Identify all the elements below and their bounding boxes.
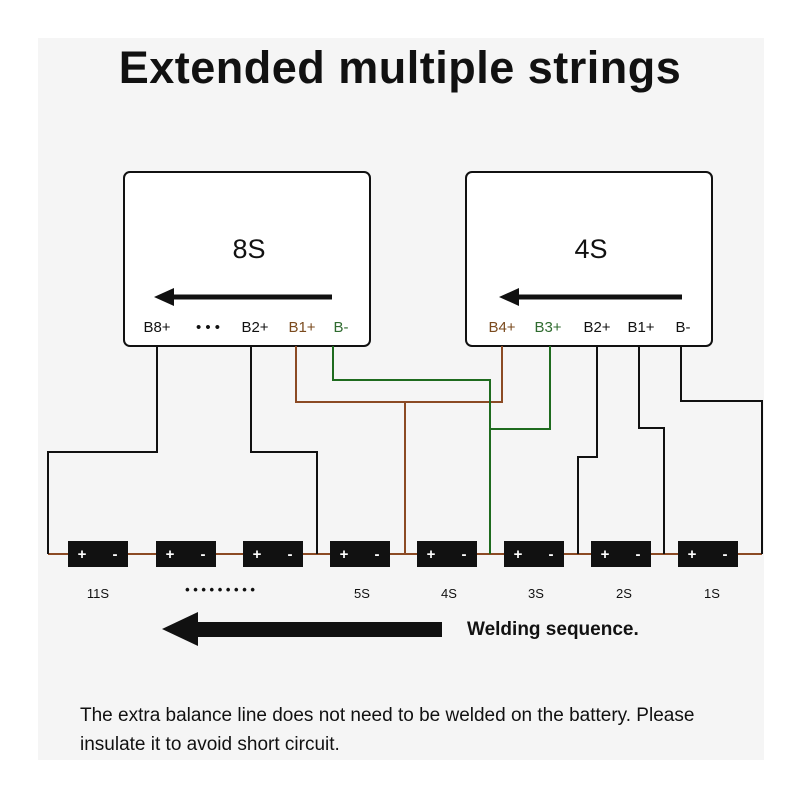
board-4s-label: 4S [574, 234, 607, 264]
diagram-title: Extended multiple strings [118, 42, 682, 93]
cell-plus-sign: + [601, 546, 610, 563]
cell-label: 1S [704, 586, 720, 601]
brown-wires [295, 346, 503, 554]
pin-8s-ellipsis: • • • [196, 319, 220, 336]
cell-label: 2S [616, 586, 632, 601]
pin-4s-bminus: B- [676, 319, 691, 336]
cell-minus-sign: - [375, 546, 380, 563]
cell-plus-sign: + [340, 546, 349, 563]
pin-8s-b2plus: B2+ [241, 319, 268, 336]
cell-label: 3S [528, 586, 544, 601]
pin-8s-b1plus: B1+ [288, 319, 315, 336]
cell-plus-sign: + [253, 546, 262, 563]
wire-4s-b4plus [405, 346, 503, 403]
wire-4s-b1plus [638, 346, 665, 554]
cell-plus-sign: + [78, 546, 87, 563]
wire-4s-b2plus [577, 346, 598, 554]
cell-label: 5S [354, 586, 370, 601]
pin-4s-b4plus: B4+ [488, 319, 515, 336]
cell-1s: + - 1S [678, 541, 738, 601]
wire-8s-b8plus [47, 346, 158, 554]
cell-5s: + - 5S [330, 541, 390, 601]
cell-middle-2: + - [243, 541, 303, 567]
cell-label: 11S [87, 586, 109, 601]
cell-plus-sign: + [514, 546, 523, 563]
board-4s-arrow [499, 288, 682, 306]
cell-middle: + - • • • • • • • • • [156, 541, 255, 597]
welding-sequence-label: Welding sequence. [467, 619, 639, 640]
board-8s-label: 8S [232, 234, 265, 264]
wire-8s-b1plus [295, 346, 406, 554]
cell-plus-sign: + [688, 546, 697, 563]
cell-label-ellipsis: • • • • • • • • • [185, 582, 255, 597]
cell-minus-sign: - [462, 546, 467, 563]
cell-label: 4S [441, 586, 457, 601]
bms-board-8s [123, 171, 371, 347]
wire-8s-bminus [332, 346, 491, 554]
diagram-background [38, 38, 764, 760]
wire-4s-bminus [680, 346, 763, 554]
black-wires [47, 346, 763, 554]
cell-plus-sign: + [427, 546, 436, 563]
wire-8s-b2plus [250, 346, 318, 554]
bms-board-4s [465, 171, 713, 347]
pin-4s-b1plus: B1+ [627, 319, 654, 336]
cell-2s: + - 2S [591, 541, 651, 601]
cell-minus-sign: - [549, 546, 554, 563]
cell-3s: + - 3S [504, 541, 564, 601]
welding-arrow-icon [162, 612, 442, 646]
cell-plus-sign: + [166, 546, 175, 563]
cell-minus-sign: - [723, 546, 728, 563]
board-8s-arrow [154, 288, 332, 306]
wire-4s-b3plus [490, 346, 551, 430]
pin-8s-bminus: B- [334, 319, 349, 336]
pin-4s-b2plus: B2+ [583, 319, 610, 336]
cell-minus-sign: - [288, 546, 293, 563]
cell-4s: + - 4S [417, 541, 477, 601]
pin-8s-b8plus: B8+ [143, 319, 170, 336]
pin-4s-b3plus: B3+ [534, 319, 561, 336]
cell-minus-sign: - [201, 546, 206, 563]
cell-11s: + - 11S [68, 541, 128, 601]
cell-minus-sign: - [113, 546, 118, 563]
insulation-note: The extra balance line does not need to … [80, 705, 695, 755]
cell-minus-sign: - [636, 546, 641, 563]
green-wires [332, 346, 551, 554]
